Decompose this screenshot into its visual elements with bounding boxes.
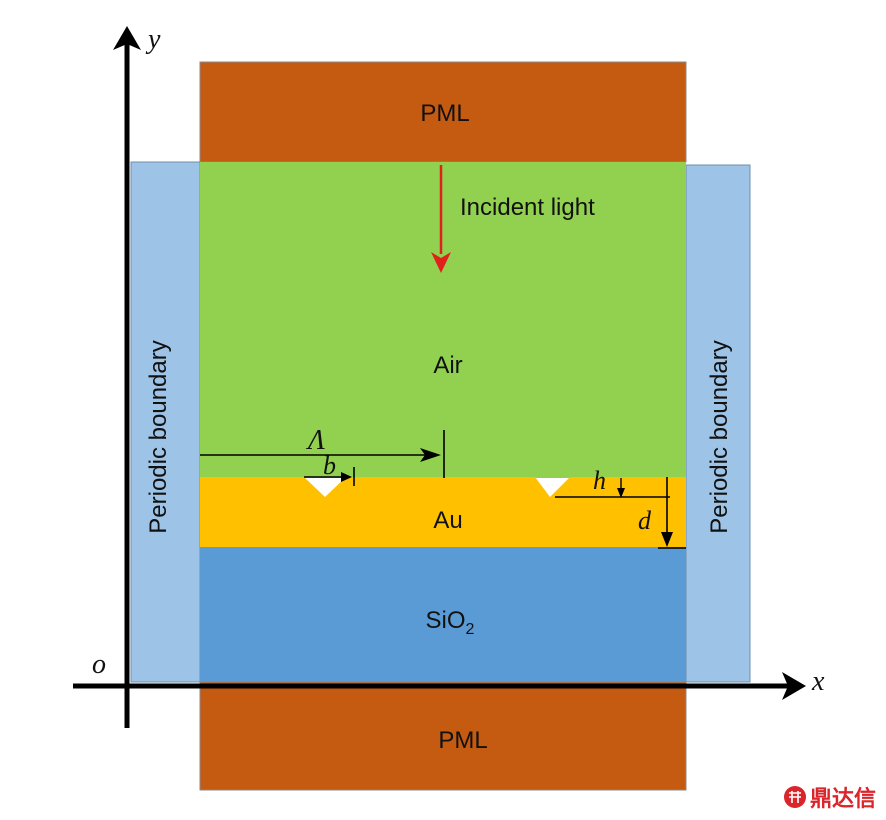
- sio2-label-subscript: 2: [466, 621, 475, 638]
- origin-label: o: [92, 649, 106, 680]
- y-axis: [113, 26, 141, 728]
- air-label: Air: [433, 352, 462, 379]
- groove-depth-label: h: [593, 466, 606, 495]
- period-dimension: [200, 430, 445, 478]
- periodic-boundary-right-label: Periodic boundary: [706, 340, 733, 533]
- gold-label: Au: [433, 507, 462, 534]
- periodic-boundary-right: [685, 164, 751, 683]
- incident-light-arrow: [431, 165, 451, 273]
- incident-light-label: Incident light: [460, 194, 595, 221]
- pml-top-layer: [199, 61, 687, 163]
- periodic-boundary-left: [130, 161, 201, 683]
- watermark-text: 鼎达信: [810, 786, 876, 812]
- periodic-boundary-left-label: Periodic boundary: [145, 340, 172, 533]
- pml-top-label: PML: [420, 100, 469, 127]
- watermark-logo-icon: [784, 786, 806, 808]
- groove-depth-dimension: [617, 478, 625, 498]
- x-axis: [73, 672, 806, 700]
- period-label: Λ: [305, 425, 325, 456]
- groove-width-dimension: [304, 467, 355, 486]
- sio2-label: SiO2: [426, 607, 475, 638]
- pml-bottom-label: PML: [438, 727, 487, 754]
- gold-layer: [200, 477, 686, 547]
- gold-thickness-label: d: [638, 506, 652, 535]
- sio2-substrate: [200, 547, 686, 682]
- x-axis-label: x: [811, 666, 825, 697]
- y-axis-label: y: [145, 24, 161, 55]
- air-region: [200, 162, 686, 478]
- pml-bottom-layer: [199, 681, 687, 791]
- sio2-label-base: SiO: [426, 607, 466, 634]
- gold-thickness-dimension: [555, 477, 686, 549]
- groove-width-label: b: [323, 451, 336, 480]
